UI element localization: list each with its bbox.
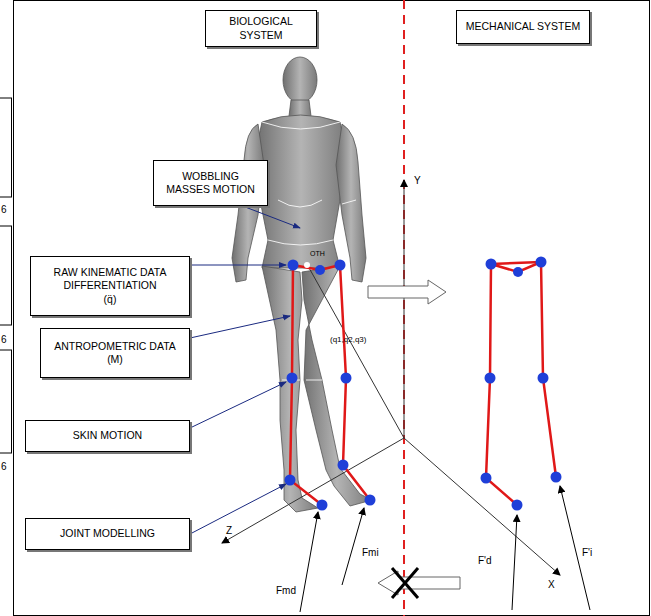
axis-or-force-label: Fmi (362, 548, 379, 558)
axis-or-force-label: F'i (582, 548, 592, 558)
cropped-panels (0, 98, 12, 453)
axis-or-force-label: 6 (1, 335, 7, 345)
axis-or-force-label: 6 (1, 462, 7, 472)
box-text: SKIN MOTION (73, 429, 142, 442)
box-text: (q̈) (104, 293, 117, 306)
callout-box: JOINT MODELLING (25, 518, 190, 550)
frame (14, 1, 650, 616)
axis-or-force-label: (q1,q2,q3) (330, 336, 366, 344)
leader-arrows (190, 205, 300, 534)
axis-or-force-label: Z (226, 526, 232, 536)
axes (222, 180, 560, 575)
marker-dots (481, 257, 562, 511)
human-figure (232, 57, 372, 512)
box-text: RAW KINEMATIC DATA DIFFERENTIATION (37, 266, 183, 292)
box-text: MECHANICAL SYSTEM (466, 20, 581, 33)
axis-or-force-label: Y (414, 176, 421, 186)
box-text: ANTROPOMETRIC DATA (54, 340, 176, 353)
axis-or-force-label: OTH (310, 250, 325, 257)
box-text: JOINT MODELLING (60, 527, 155, 540)
axis-or-force-label: 6 (1, 205, 7, 215)
force-arrows (300, 486, 590, 612)
callout-box: RAW KINEMATIC DATA DIFFERENTIATION(q̈) (30, 256, 190, 316)
callout-box: BIOLOGICAL SYSTEM (205, 10, 317, 47)
axis-or-force-label: F'd (478, 556, 492, 566)
blocked-arrow (378, 571, 460, 595)
com-point (304, 262, 310, 268)
transfer-arrow (368, 280, 446, 304)
biological-stick-model (290, 265, 370, 505)
mechanical-stick-model (486, 262, 556, 505)
dashed-divider (403, 0, 405, 616)
axis-or-force-label: Fmd (276, 586, 296, 596)
callout-box: ANTROPOMETRIC DATA(M) (40, 328, 190, 378)
box-text: WOBBLING MASSES MOTION (160, 170, 261, 196)
cross-mark (392, 568, 418, 598)
callout-box: SKIN MOTION (25, 420, 190, 452)
axis-or-force-label: X (548, 580, 555, 590)
box-text: (M) (107, 353, 123, 366)
marker-dots (285, 260, 376, 511)
callout-box: WOBBLING MASSES MOTION (153, 160, 268, 206)
callout-box: MECHANICAL SYSTEM (456, 10, 590, 44)
box-text: BIOLOGICAL SYSTEM (212, 15, 310, 41)
